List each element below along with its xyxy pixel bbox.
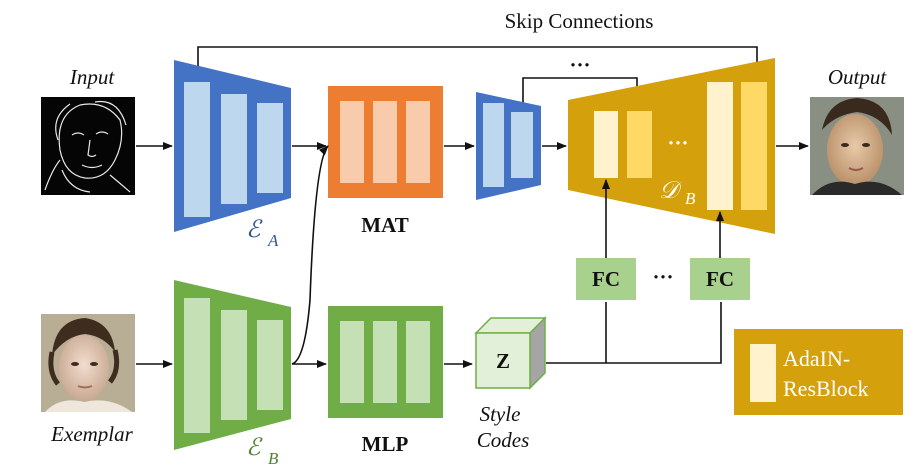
mat-label: MAT (361, 213, 408, 237)
skip-connections-title: Skip Connections (505, 9, 654, 33)
encoder-a (174, 60, 291, 232)
fc-block-1: FC (576, 258, 636, 300)
mlp-block (328, 306, 443, 418)
encoder-b (174, 280, 291, 450)
style-codes-line1: Style (480, 402, 521, 426)
decoder-ellipsis: ··· (667, 131, 688, 155)
svg-text:ResBlock: ResBlock (783, 376, 869, 401)
mlp-label: MLP (362, 432, 409, 456)
encoder-a-label: ℰ A (246, 215, 279, 250)
encoder-b-label: ℰ B (246, 433, 279, 468)
svg-text:B: B (268, 449, 279, 468)
input-label: Input (69, 65, 115, 89)
z-label: Z (496, 349, 510, 373)
fc-block-2: FC (690, 258, 750, 300)
mat-block (328, 86, 443, 198)
input-image (41, 97, 135, 195)
svg-text:ℰ: ℰ (246, 215, 263, 243)
svg-text:B: B (685, 189, 696, 208)
output-label: Output (828, 65, 888, 89)
style-codes-line2: Codes (477, 428, 530, 452)
z-to-fc-lines (546, 302, 722, 364)
svg-text:FC: FC (592, 267, 620, 291)
fc-ellipsis: ··· (652, 265, 673, 289)
skip-ellipsis: ··· (569, 53, 590, 77)
enc-b-to-mat-arrow (291, 145, 329, 365)
mid-encoder (476, 92, 541, 200)
legend-adain-resblock: AdaIN- ResBlock (734, 329, 903, 415)
svg-text:A: A (267, 231, 279, 250)
svg-text:ℰ: ℰ (246, 433, 263, 461)
exemplar-label: Exemplar (50, 422, 133, 446)
svg-text:FC: FC (706, 267, 734, 291)
svg-text:AdaIN-: AdaIN- (783, 346, 850, 371)
z-cube (474, 316, 547, 390)
exemplar-image (41, 314, 135, 412)
decoder-b: ··· (568, 58, 775, 234)
output-image (810, 97, 904, 195)
